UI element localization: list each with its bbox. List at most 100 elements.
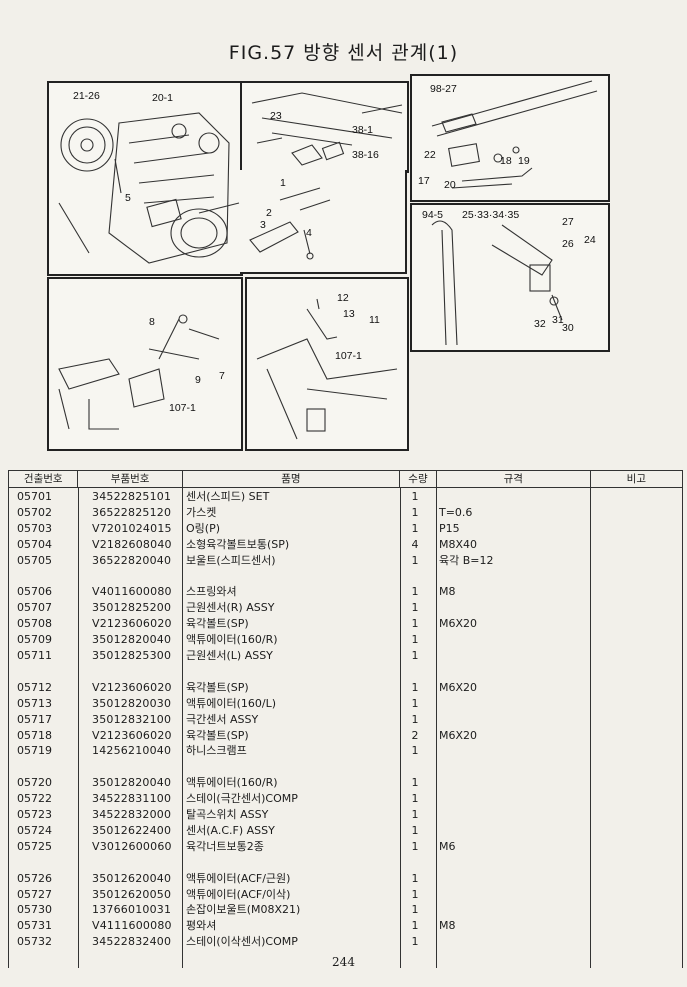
callout-label: 21-26 [73, 90, 100, 102]
row-part-number: 34522831100 [92, 792, 172, 806]
row-spec: M6X20 [439, 617, 478, 631]
row-part-number: 36522820040 [92, 553, 172, 567]
row-code: 05705 [17, 553, 52, 567]
row-qty: 1 [411, 808, 419, 821]
diagram-panel-stay: 94-5 25·33·34·35 27 26 24 32 31 30 [410, 203, 610, 352]
callout-label: 30 [562, 322, 574, 334]
table-header: 건출번호 부품번호 품명 수량 규격 비고 [9, 471, 682, 488]
row-name: 근원센서(L) ASSY [186, 649, 273, 662]
row-code: 05712 [17, 680, 52, 694]
row-name: O링(P) [186, 521, 220, 535]
row-part-number: V4111600080 [92, 919, 172, 933]
row-name: 스테이(극간센서)COMP [186, 792, 298, 806]
header-remarks: 비고 [626, 473, 646, 485]
callout-label: 20 [444, 179, 456, 191]
callout-label: 4 [306, 227, 312, 239]
row-spec: M8 [439, 919, 456, 933]
callout-label: 5 [125, 192, 131, 204]
row-code: 05702 [17, 505, 52, 519]
callout-label: 3 [260, 219, 266, 231]
row-part-number: V4011600080 [92, 585, 172, 599]
row-code: 05725 [17, 839, 52, 853]
row-name: 근원센서(R) ASSY [186, 601, 275, 615]
row-qty: 1 [411, 585, 419, 599]
row-name: 하니스크램프 [186, 744, 247, 758]
engine-drawing [58, 112, 240, 264]
row-qty: 1 [411, 633, 419, 647]
row-part-number: 35012820040 [92, 633, 172, 647]
frame-drawing [256, 298, 398, 440]
callout-label: 1 [280, 177, 286, 189]
diagram-panel-switch: 98-27 22 18 19 17 20 [410, 74, 610, 202]
page-number: 244 [332, 955, 355, 969]
row-code: 05722 [17, 792, 52, 806]
row-qty: 1 [411, 521, 419, 535]
callout-label: 2 [266, 207, 272, 219]
callout-label: 38-1 [352, 124, 374, 136]
page-title: FIG.57 방향 센서 관계(1) [228, 42, 459, 64]
row-qty: 1 [411, 553, 419, 567]
row-spec: P15 [439, 521, 460, 535]
row-code: 05732 [17, 935, 52, 949]
row-name: 육각볼트(SP) [186, 728, 249, 742]
row-name: 센서(A.C.F) ASSY [186, 823, 275, 837]
callout-label: 38-16 [352, 149, 379, 161]
row-name: 액튜에이터(160/R) [186, 633, 278, 647]
row-code: 05727 [17, 887, 52, 901]
row-name: 스테이(이삭센서)COMP [186, 935, 298, 949]
callout-label: 12 [337, 292, 349, 304]
row-qty: 1 [411, 903, 419, 917]
callout-label: 94-5 [422, 209, 444, 221]
row-spec: M6X20 [439, 680, 478, 694]
callout-label: 22 [424, 149, 436, 161]
callout-label: 23 [270, 110, 282, 122]
row-part-number: 13766010031 [92, 903, 172, 917]
row-name: 액튜에이터(160/L) [186, 696, 277, 710]
row-name: 가스켓 [186, 505, 217, 519]
actuator-drawing [58, 314, 220, 430]
callout-label: 18 [500, 155, 512, 167]
row-name: 육각너트보통2종 [186, 839, 264, 853]
row-spec: T=0.6 [439, 505, 473, 519]
row-part-number: 35012832100 [92, 712, 172, 726]
row-qty: 1 [411, 601, 419, 615]
row-qty: 2 [411, 728, 419, 742]
row-qty: 1 [411, 887, 419, 901]
header-code: 건출번호 [9, 471, 79, 487]
row-part-number: 34522825101 [92, 490, 172, 503]
callout-label: 26 [562, 238, 574, 250]
row-name: 육각볼트(SP) [186, 617, 249, 631]
stay-drawing [431, 220, 563, 346]
row-part-number: 34522832000 [92, 808, 172, 821]
row-spec: M6X20 [439, 728, 478, 742]
row-part-number: 35012820040 [92, 776, 172, 790]
row-name: 손잡이보울트(M08X21) [186, 903, 301, 917]
row-name: 액튜에이터(ACF/이삭) [186, 887, 291, 901]
row-code: 05707 [17, 601, 52, 615]
row-part-number: 14256210040 [92, 744, 172, 758]
row-qty: 1 [411, 744, 419, 758]
row-code: 05720 [17, 776, 52, 790]
row-part-number: V7201024015 [92, 521, 172, 535]
row-part-number: 35012620040 [92, 871, 172, 885]
row-code: 05717 [17, 712, 52, 726]
row-part-number: 36522825120 [92, 505, 172, 519]
callout-label: 25·33·34·35 [462, 209, 520, 221]
row-part-number: 35012820030 [92, 696, 172, 710]
callout-label: 13 [343, 308, 355, 320]
row-code: 05706 [17, 585, 52, 599]
